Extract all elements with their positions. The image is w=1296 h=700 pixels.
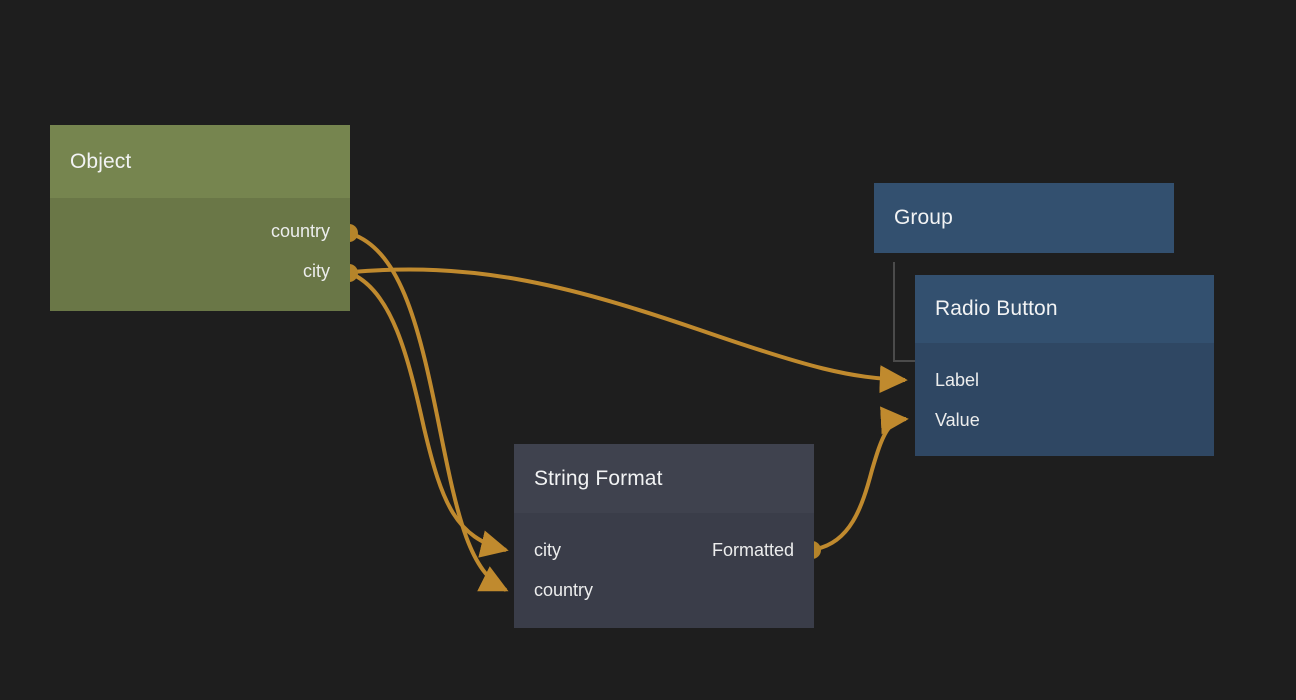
port-label-city: city: [303, 260, 330, 281]
wire-object-country-to-stringformat-country: [351, 232, 509, 592]
node-object-body: country city: [50, 198, 350, 311]
node-object[interactable]: Object country city: [50, 125, 350, 311]
port-label-value: Value: [935, 409, 980, 430]
group-containment-bracket: [893, 262, 915, 362]
node-group-title: Group: [874, 183, 1174, 253]
port-row-radio-label[interactable]: Label: [915, 360, 1214, 400]
port-row-stringformat-country[interactable]: country: [514, 570, 814, 610]
node-string-format-title: String Format: [514, 444, 814, 513]
port-label-country: country: [270, 220, 330, 241]
port-row-stringformat-city-formatted[interactable]: city Formatted: [514, 530, 814, 570]
port-row-object-country[interactable]: country: [50, 211, 350, 251]
node-object-title: Object: [50, 125, 350, 198]
node-group[interactable]: Group: [874, 183, 1174, 253]
node-string-format-body: city Formatted country: [514, 513, 814, 628]
wire-object-city-to-stringformat-city: [351, 272, 509, 558]
wire-stringformat-formatted-to-radio-value: [815, 406, 909, 551]
port-label-label: Label: [935, 369, 980, 390]
port-label-city: city: [534, 539, 561, 560]
node-radio-button-body: Label Value: [915, 343, 1214, 456]
wire-object-city-to-radio-label: [351, 267, 908, 394]
node-radio-button-title: Radio Button: [915, 275, 1214, 343]
port-row-object-city[interactable]: city: [50, 251, 350, 291]
port-label-formatted: Formatted: [711, 539, 794, 560]
node-radio-button[interactable]: Radio Button Label Value: [915, 275, 1214, 456]
port-row-radio-value[interactable]: Value: [915, 400, 1214, 440]
node-string-format[interactable]: String Format city Formatted country: [514, 444, 814, 628]
port-label-country: country: [534, 579, 594, 600]
